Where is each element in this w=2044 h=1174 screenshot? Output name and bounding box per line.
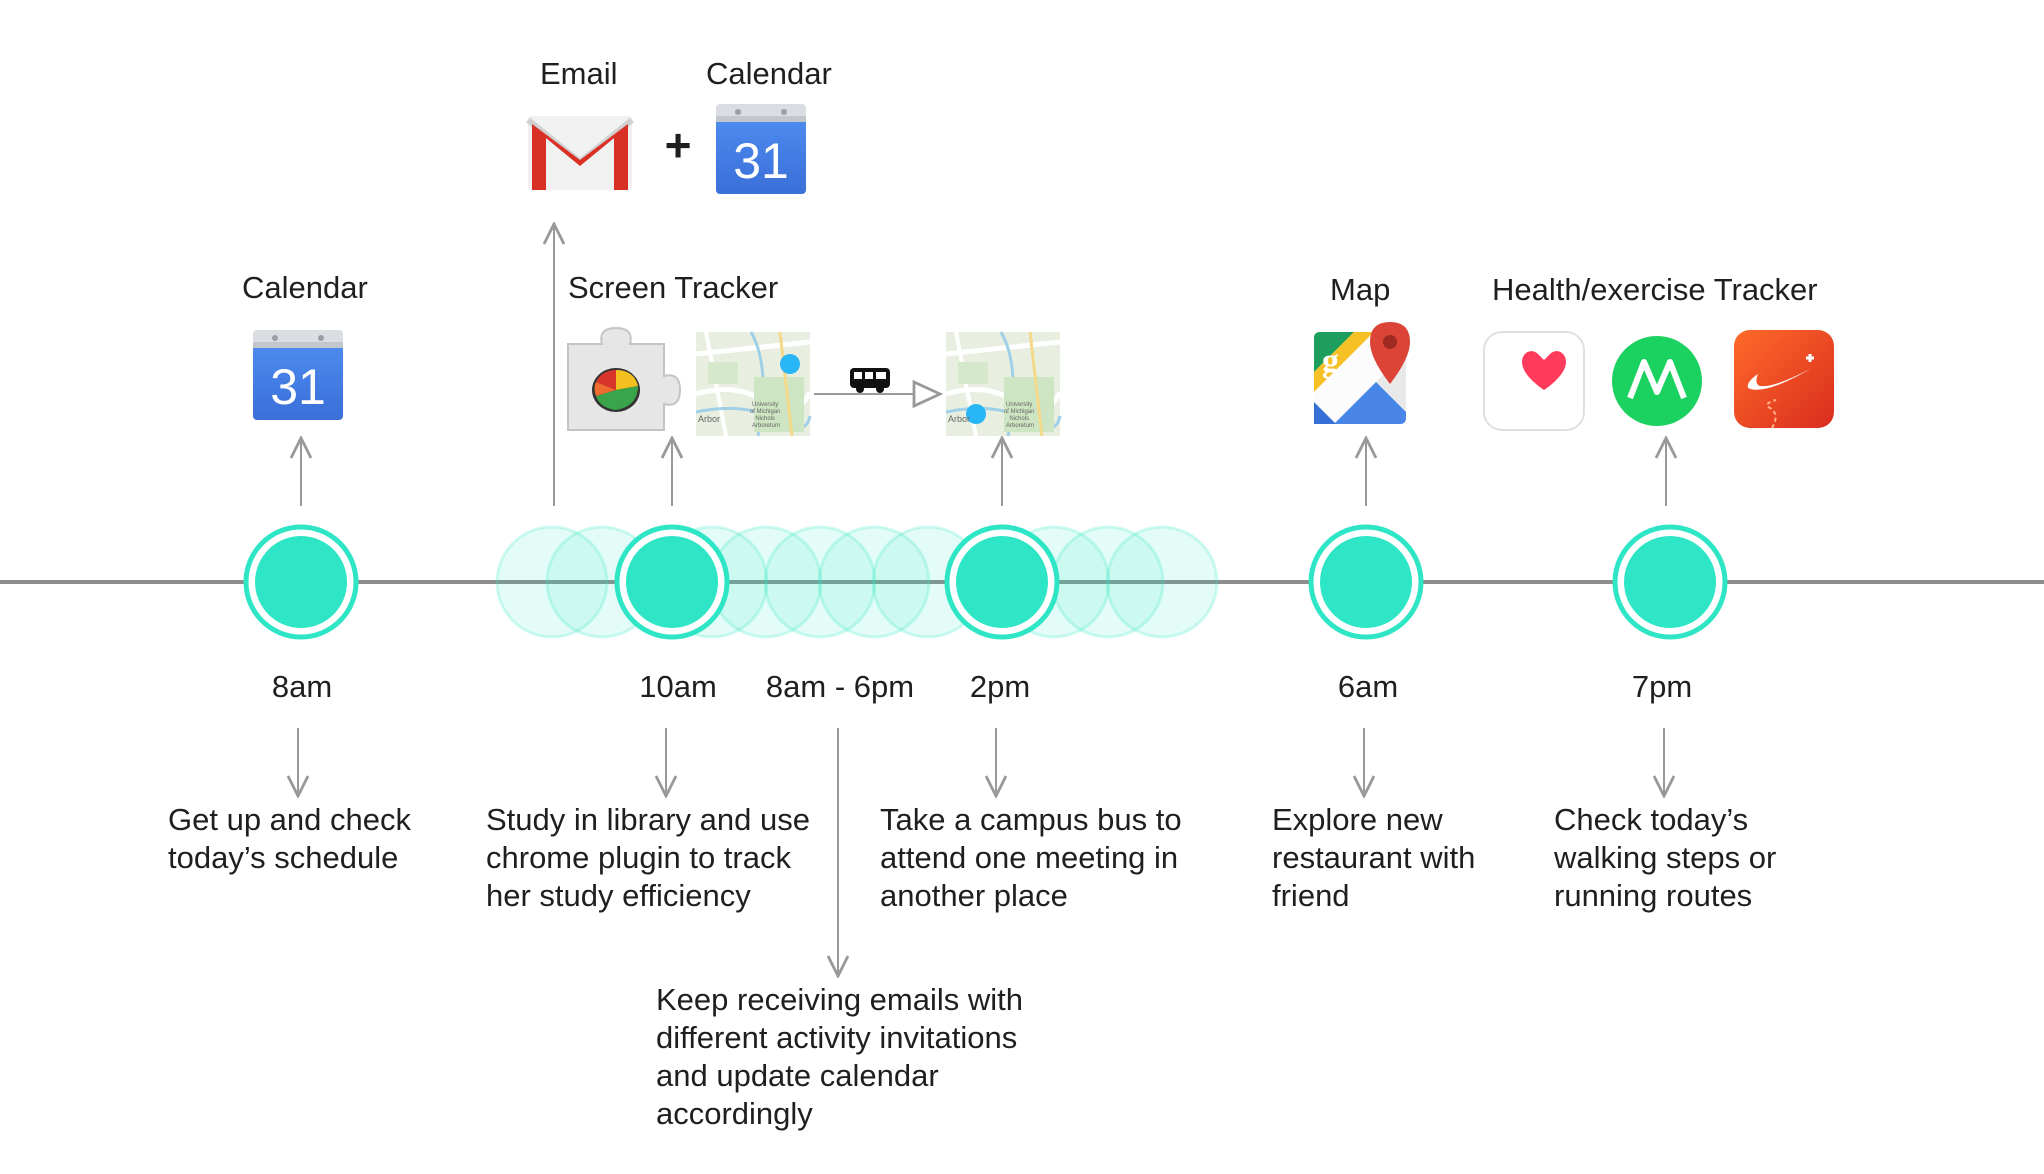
google-calendar-icon: 31 (253, 330, 343, 420)
time-allday: 8am - 6pm (766, 669, 914, 704)
nike-plus-icon (1734, 330, 1834, 429)
app-label-health: Health/exercise Tracker (1492, 272, 1818, 307)
calendar-label-top: Calendar (706, 56, 832, 91)
node-dinner (1308, 524, 1424, 640)
moves-app-icon (1612, 336, 1702, 426)
email-label: Email (540, 56, 618, 91)
node-bus (944, 524, 1060, 640)
svg-text:31: 31 (270, 359, 326, 415)
description-allday: Keep receiving emails with different act… (656, 982, 1032, 1131)
continuous-trail (495, 525, 1219, 639)
node-evening (1612, 524, 1728, 640)
time-evening: 7pm (1632, 669, 1692, 704)
svg-text:31: 31 (733, 133, 789, 189)
node-library (614, 524, 730, 640)
description-evening: Check today’s walking steps or running r… (1553, 802, 1785, 913)
description-library: Study in library and use chrome plugin t… (486, 802, 819, 913)
svg-text:University of Michigan: University of Michigan Nichols Arboretum (750, 402, 782, 429)
map-thumbnail-icon: Arbor University of Michigan Nichols Arb… (696, 332, 810, 436)
down-arrows (298, 728, 1664, 974)
up-arrows (301, 226, 1666, 506)
description-bus: Take a campus bus to attend one meeting … (880, 802, 1190, 913)
map-thumbnail-icon: Arbor University of Michigan Nichols Arb… (946, 332, 1060, 436)
google-calendar-icon: 31 (716, 104, 806, 194)
app-label-calendar: Calendar (242, 270, 368, 305)
time-library: 10am (639, 669, 717, 704)
apple-health-icon (1483, 331, 1585, 431)
svg-text:g: g (1322, 343, 1339, 380)
svg-text:University of Michigan: University of Michigan Nichols Arboretum (1004, 402, 1036, 429)
time-bus: 2pm (970, 669, 1030, 704)
plus-sign: + (665, 119, 692, 171)
app-label-map: Map (1330, 272, 1390, 307)
time-dinner: 6am (1338, 669, 1398, 704)
chrome-plugin-icon (567, 326, 682, 431)
description-morning: Get up and check today’s schedule (168, 802, 420, 875)
gmail-icon (526, 116, 634, 190)
google-maps-icon: g (1314, 322, 1410, 424)
app-label-screen-tracker: Screen Tracker (568, 270, 778, 305)
node-morning (243, 524, 359, 640)
svg-text:Arbor: Arbor (948, 414, 970, 424)
time-morning: 8am (272, 669, 332, 704)
description-dinner: Explore new restaurant with friend (1272, 802, 1484, 913)
bus-icon (850, 368, 890, 393)
svg-text:Arbor: Arbor (698, 414, 720, 424)
